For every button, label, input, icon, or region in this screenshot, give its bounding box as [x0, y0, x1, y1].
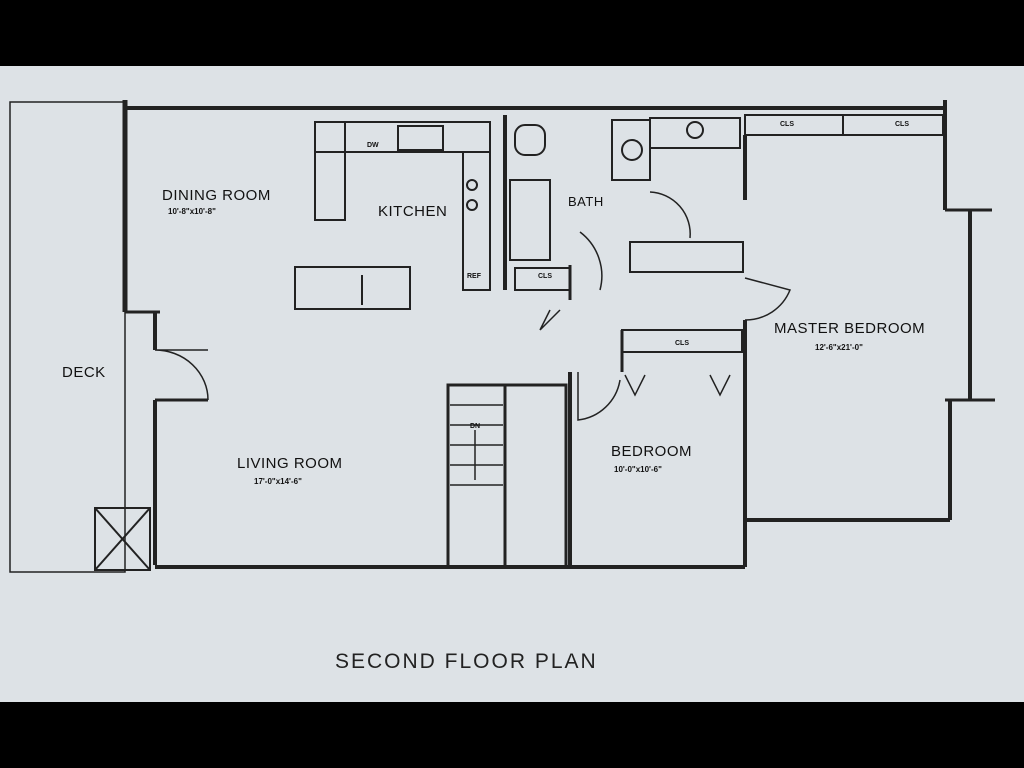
- kitchen-counter-left: [314, 121, 346, 221]
- living-room-label: LIVING ROOM: [237, 455, 343, 472]
- plan-title: SECOND FLOOR PLAN: [335, 650, 598, 673]
- kitchen-sink: [397, 125, 444, 151]
- bedroom-label: BEDROOM: [611, 443, 693, 460]
- dining-room-label: DINING ROOM: [162, 187, 271, 204]
- hall-linen: [629, 241, 744, 273]
- master-closet-1-label: CLS: [780, 121, 794, 128]
- bath-label: BATH: [568, 194, 604, 209]
- master-bedroom-label: MASTER BEDROOM: [774, 320, 926, 337]
- bath-closet-label: CLS: [538, 273, 552, 280]
- master-bedroom-dims: 12'-6"x21'-0": [815, 343, 863, 352]
- kitchen-counter-right: [462, 151, 491, 291]
- bathtub: [509, 179, 551, 261]
- vanity: [611, 119, 651, 181]
- refrigerator-label: REF: [467, 273, 481, 280]
- master-closet-2: [842, 114, 944, 136]
- kitchen-label: KITCHEN: [378, 203, 448, 220]
- deck-door-swing: [154, 349, 209, 401]
- toilet: [514, 124, 546, 156]
- deck-label: DECK: [62, 364, 106, 381]
- stairs-down-label: DN: [470, 423, 481, 430]
- bedroom-closet-label: CLS: [675, 340, 689, 347]
- deck-outline: [9, 101, 126, 573]
- kitchen-island: [294, 266, 411, 310]
- sink-master: [649, 117, 741, 149]
- deck-stair-box: [94, 507, 151, 571]
- stairs: [446, 383, 568, 569]
- bedroom-dims: 10'-0"x10'-6": [614, 465, 662, 474]
- master-closet-1: [744, 114, 844, 136]
- master-closet-2-label: CLS: [895, 121, 909, 128]
- dishwasher-label: DW: [367, 142, 379, 149]
- dining-room-dims: 10'-8"x10'-8": [168, 207, 216, 216]
- living-room-dims: 17'-0"x14'-6": [254, 477, 302, 486]
